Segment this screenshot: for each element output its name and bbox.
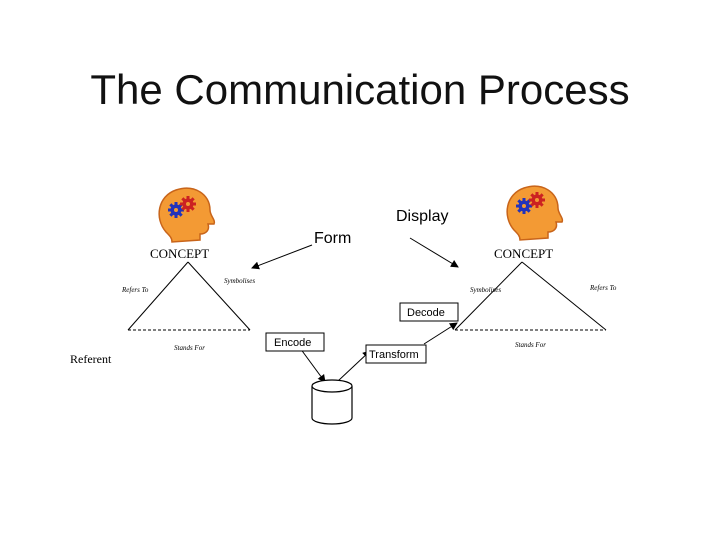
form-arrow xyxy=(251,244,313,270)
transform-box xyxy=(365,344,427,364)
refers-to-left-label: Refers To xyxy=(121,286,149,294)
concept-right-label: CONCEPT xyxy=(494,246,553,261)
transform-label: Transform xyxy=(369,349,419,361)
decode-arrow xyxy=(423,322,458,345)
symbolises-left-label: Symbolises xyxy=(224,277,255,285)
right-semiotic-triangle xyxy=(454,261,607,331)
decode-label: Decode xyxy=(407,307,445,319)
form-label: Form xyxy=(314,230,351,247)
display-label: Display xyxy=(396,208,448,225)
slide-title: The Communication Process xyxy=(90,66,630,113)
encode-box xyxy=(265,332,325,352)
symbolises-right-label: Symbolises xyxy=(470,286,501,294)
database-cylinder-icon xyxy=(311,379,353,425)
referent-label: Referent xyxy=(70,352,112,366)
encode-label: Encode xyxy=(274,337,311,349)
refers-to-right-label: Refers To xyxy=(589,284,617,292)
concept-left-label: CONCEPT xyxy=(150,246,209,261)
stands-for-left-label: Stands For xyxy=(174,344,205,352)
stands-for-right-label: Stands For xyxy=(515,341,546,349)
head-with-gears-icon xyxy=(506,185,564,241)
head-with-gears-icon xyxy=(158,187,216,243)
left-semiotic-triangle xyxy=(127,261,251,331)
display-arrow xyxy=(409,237,459,268)
encode-arrow xyxy=(299,347,326,383)
decode-box xyxy=(399,302,459,322)
transform-arrow xyxy=(337,350,371,382)
